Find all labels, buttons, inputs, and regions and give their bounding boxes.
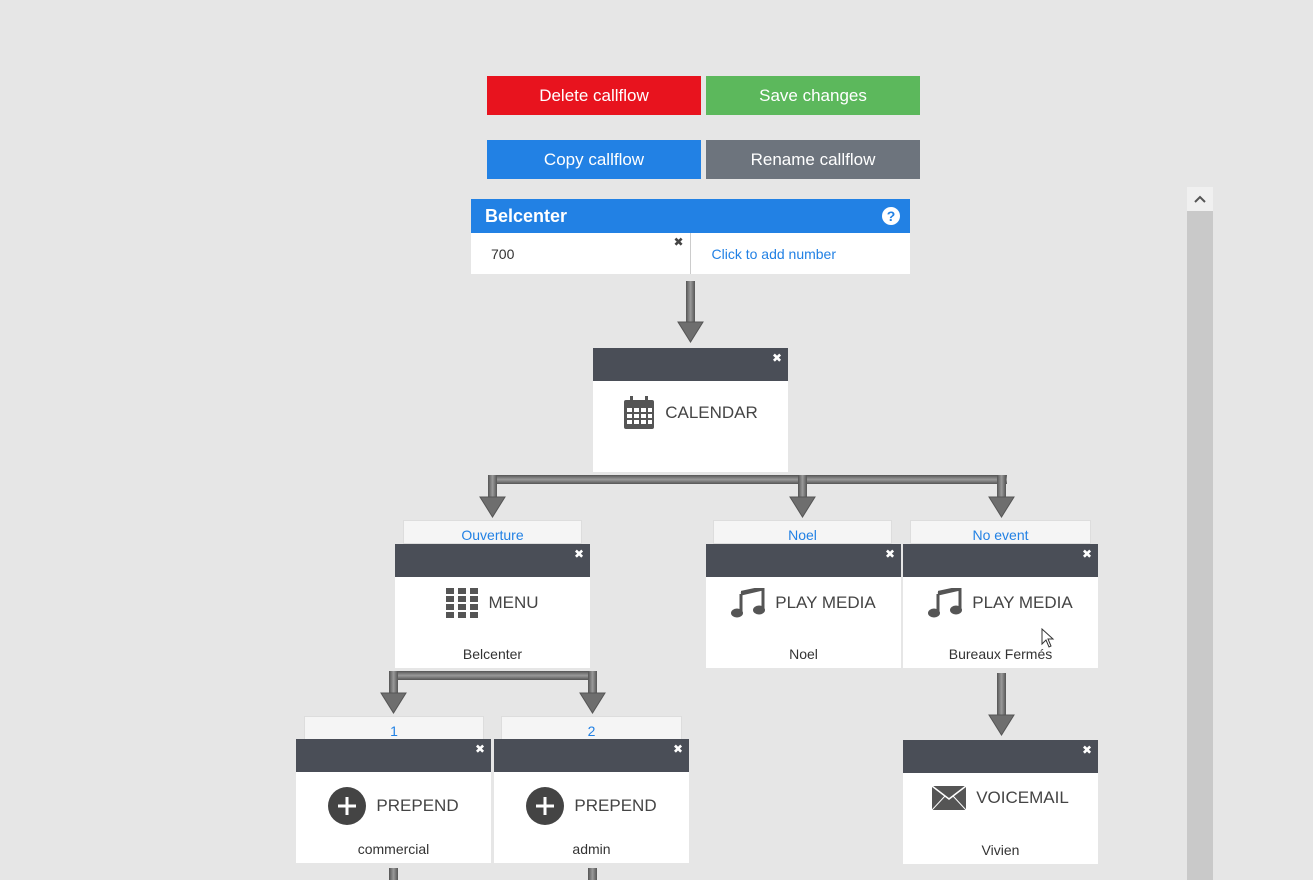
node-label: PLAY MEDIA: [775, 593, 876, 612]
arrow-calendar-branches: [479, 475, 1015, 518]
copy-callflow-button[interactable]: Copy callflow: [487, 140, 701, 179]
calendar-node[interactable]: ✖ CALENDAR: [593, 348, 788, 472]
calendar-icon: [624, 396, 655, 429]
branch-label-key-1[interactable]: 1: [304, 716, 484, 740]
close-icon[interactable]: ✖: [573, 547, 584, 561]
close-icon[interactable]: ✖: [884, 547, 895, 561]
prepend-node-commercial[interactable]: ✖ PREPEND commercial: [296, 739, 491, 863]
play-media-node-noel[interactable]: ✖ PLAY MEDIA Noel: [706, 544, 901, 668]
question-circle-icon[interactable]: ?: [882, 207, 900, 225]
close-icon[interactable]: ✖: [474, 742, 485, 756]
prepend-node-admin[interactable]: ✖ PREPEND admin: [494, 739, 689, 863]
envelope-icon: [932, 786, 967, 810]
arrow-menu-branches: [380, 671, 606, 714]
close-icon[interactable]: ✖: [1081, 547, 1092, 561]
close-icon[interactable]: ✖: [672, 742, 683, 756]
play-media-node-bureaux[interactable]: ✖ PLAY MEDIA Bureaux Fermés: [903, 544, 1098, 668]
add-number-link[interactable]: Click to add number: [689, 233, 911, 274]
branch-label-no-event[interactable]: No event: [910, 520, 1091, 544]
node-sublabel: Bureaux Fermés: [948, 646, 1053, 662]
callflow-title-bar: Belcenter ?: [471, 199, 910, 233]
chevron-up-icon: [1194, 195, 1206, 203]
callflow-header: Belcenter ? 700 ✖ Click to add number: [471, 199, 910, 274]
node-label: PREPEND: [574, 796, 657, 815]
branch-label-ouverture[interactable]: Ouverture: [403, 520, 582, 544]
number-item[interactable]: 700 ✖: [471, 233, 690, 274]
close-icon[interactable]: ✖: [771, 351, 782, 365]
node-sublabel: Belcenter: [462, 646, 523, 662]
plus-circle-icon: [328, 787, 367, 825]
node-label: CALENDAR: [665, 403, 758, 422]
arrow-header-calendar: [677, 281, 704, 343]
node-label: MENU: [488, 593, 539, 612]
music-note-icon: [731, 588, 766, 618]
save-changes-button[interactable]: Save changes: [706, 76, 920, 115]
rename-callflow-button[interactable]: Rename callflow: [706, 140, 920, 179]
node-sublabel: Noel: [789, 646, 818, 662]
voicemail-node[interactable]: ✖ VOICEMAIL Vivien: [903, 740, 1098, 864]
menu-node[interactable]: ✖ MENU Belcenter: [395, 544, 590, 668]
node-sublabel: admin: [572, 841, 611, 857]
arrow-playmedia-voicemail: [988, 673, 1015, 736]
mouse-cursor-icon: [1041, 628, 1055, 648]
callflow-name[interactable]: Belcenter: [485, 205, 568, 226]
scroll-up-button[interactable]: [1187, 187, 1213, 211]
node-label: PREPEND: [376, 796, 459, 815]
branch-label-key-2[interactable]: 2: [501, 716, 682, 740]
node-sublabel: commercial: [357, 841, 430, 857]
close-icon[interactable]: ✖: [1081, 743, 1092, 757]
number-value: 700: [491, 245, 515, 262]
branch-label-noel[interactable]: Noel: [713, 520, 892, 544]
remove-number-icon[interactable]: ✖: [673, 235, 684, 249]
keypad-icon: [446, 588, 479, 618]
node-label: VOICEMAIL: [976, 788, 1069, 807]
node-label: PLAY MEDIA: [972, 593, 1073, 612]
node-sublabel: Vivien: [981, 842, 1020, 858]
music-note-icon: [928, 588, 963, 618]
vertical-scrollbar[interactable]: [1187, 187, 1213, 880]
plus-circle-icon: [526, 787, 565, 825]
numbers-row: 700 ✖ Click to add number: [471, 233, 910, 274]
delete-callflow-button[interactable]: Delete callflow: [487, 76, 701, 115]
